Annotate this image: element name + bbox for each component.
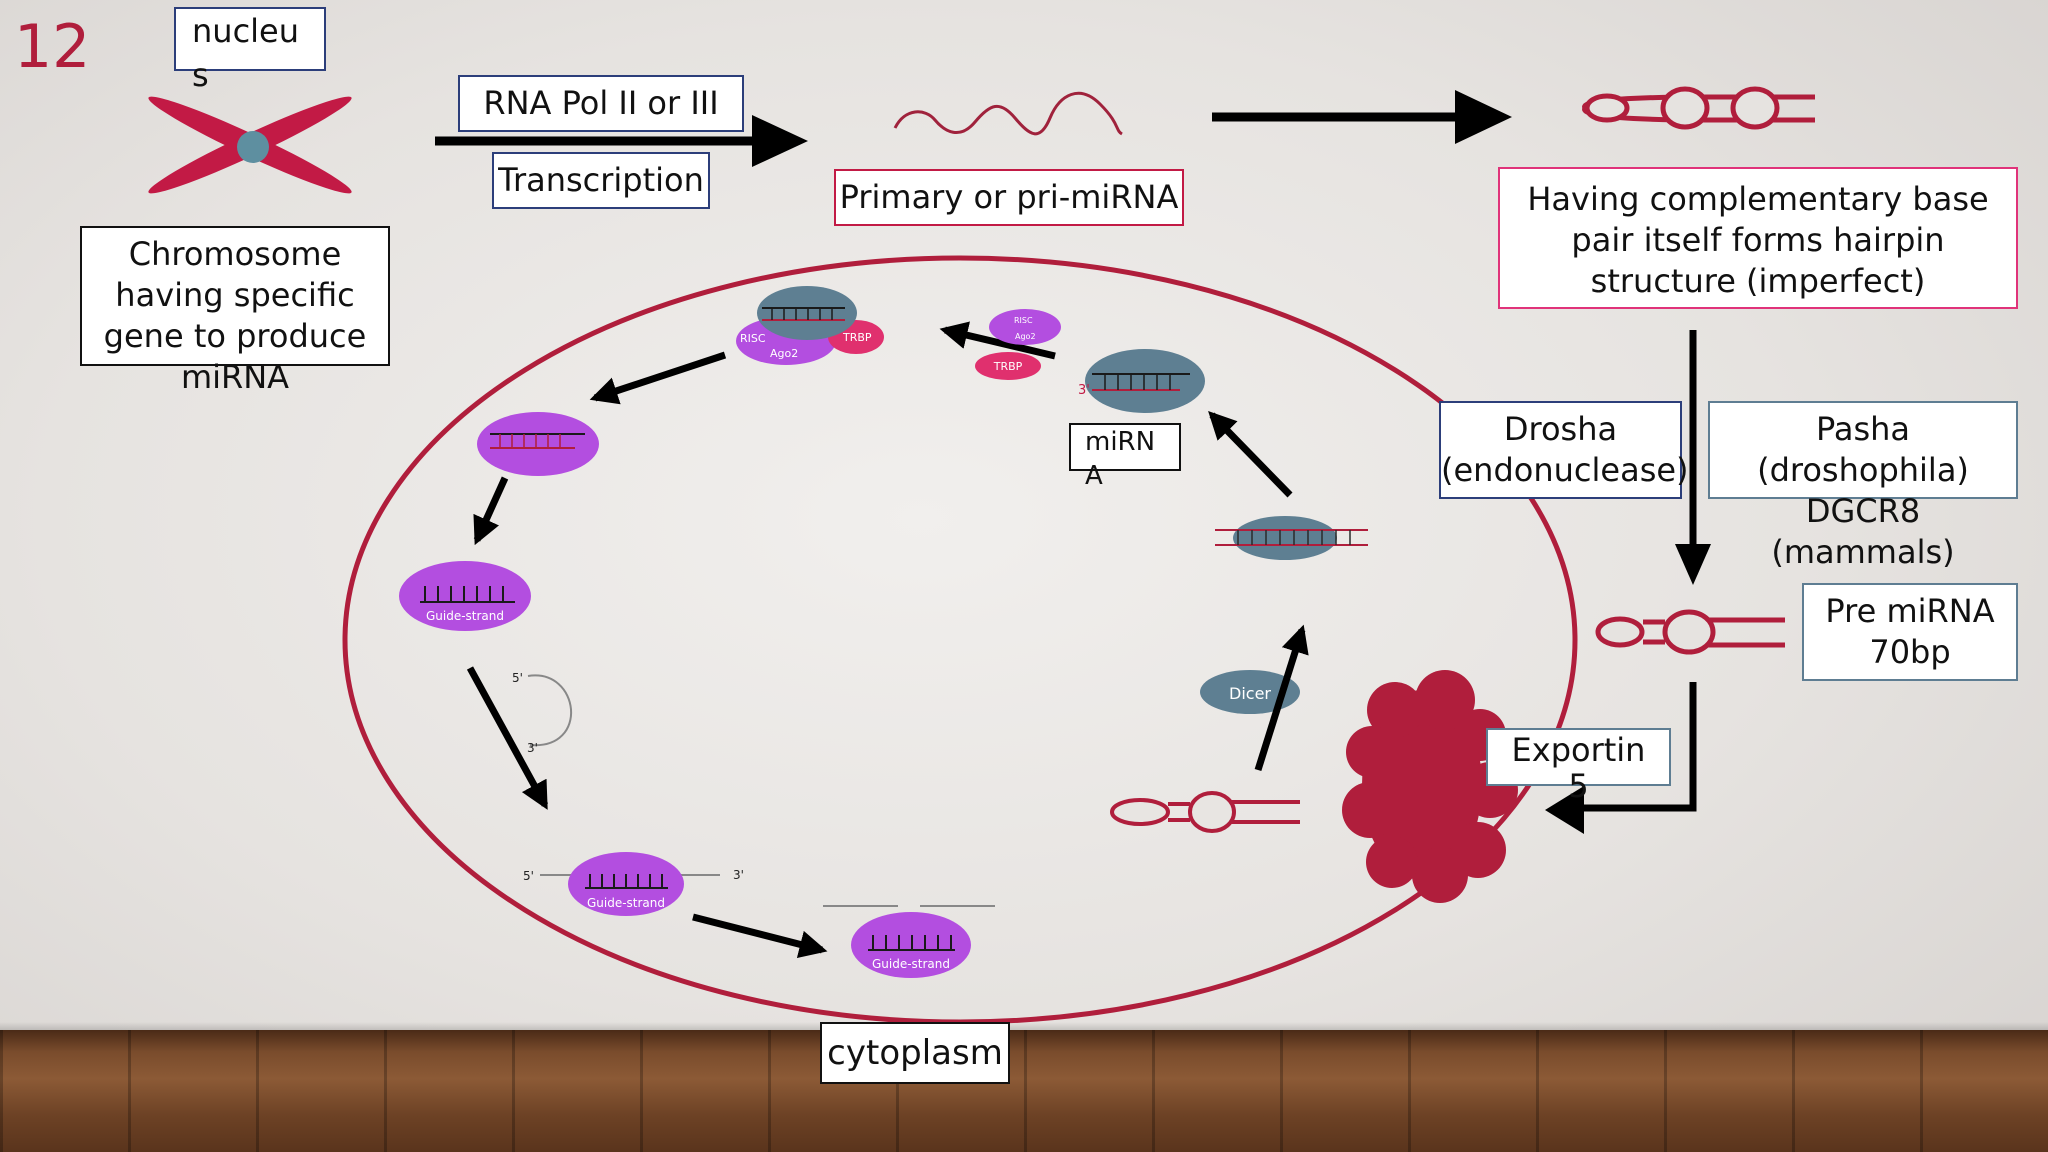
transcription-arrow	[435, 115, 808, 167]
transcription-label: Transcription	[492, 152, 710, 209]
arrow-to-final	[692, 913, 828, 959]
wooden-floor	[0, 1030, 2048, 1152]
fold-arrow	[1212, 90, 1512, 144]
guide-strand-risc-final: Guide-strand	[823, 905, 995, 978]
hairpin-label: Having complementary base pair itself fo…	[1498, 167, 2018, 309]
hairpin-structure-icon	[1582, 86, 1815, 130]
arrow-risc-left	[589, 351, 727, 405]
guide-strand-risc-2: Guide-strand 5' 3'	[523, 852, 744, 916]
pre-mirna-label: Pre miRNA 70bp	[1802, 583, 2018, 681]
svg-text:Guide-strand: Guide-strand	[872, 957, 950, 971]
arrow-down-1	[473, 476, 509, 546]
chromosome-label: Chromosome having specific gene to produ…	[80, 226, 390, 396]
rna-pol-label: RNA Pol II or III	[458, 75, 744, 132]
svg-text:3': 3'	[733, 868, 744, 882]
svg-text:5': 5'	[512, 671, 523, 685]
dicer-label: Dicer	[1229, 684, 1271, 703]
pre-mirna-hairpin-icon	[1595, 609, 1785, 655]
cell-membrane	[342, 255, 1578, 1025]
svg-text:Ago2: Ago2	[770, 347, 798, 360]
risc-with-duplex	[477, 412, 599, 476]
pri-mirna-label: Primary or pri-miRNA	[834, 169, 1184, 226]
three-prime-label: 3'	[1078, 383, 1090, 398]
svg-text:Guide-strand: Guide-strand	[426, 609, 504, 623]
svg-text:5': 5'	[523, 869, 534, 883]
arrow-to-risc	[939, 321, 1056, 360]
dicer-duplex	[1215, 516, 1368, 560]
assembled-risc: RISC Ago2 TRBP	[736, 286, 884, 365]
passenger-strand: 5' 3'	[512, 671, 572, 755]
svg-text:Guide-strand: Guide-strand	[587, 896, 665, 910]
processing-arrow	[1675, 330, 1711, 585]
svg-text:RISC: RISC	[1014, 316, 1033, 325]
nuclear-pore-icon	[1342, 670, 1518, 903]
mirna-label: miRN A	[1069, 423, 1181, 491]
cytoplasm-label: cytoplasm	[820, 1022, 1010, 1084]
arrow-dicer-up	[1254, 624, 1309, 772]
dicer-enzyme: Dicer	[1200, 670, 1300, 714]
floor-shadow	[0, 1022, 2048, 1032]
risc-components: RISC Ago2 TRBP	[975, 309, 1061, 380]
arrow-to-mirna	[1208, 410, 1293, 498]
mirna-duplex: 3'	[1078, 349, 1205, 413]
svg-text:TRBP: TRBP	[993, 360, 1023, 373]
slide-number: 12	[14, 12, 91, 82]
guide-strand-risc-1: Guide-strand	[399, 561, 531, 631]
drosha-label: Drosha (endonuclease)	[1439, 401, 1689, 499]
svg-text:3': 3'	[527, 741, 538, 755]
svg-text:RISC: RISC	[740, 332, 766, 345]
svg-text:TRBP: TRBP	[842, 331, 872, 344]
arrow-down-2	[466, 666, 549, 810]
pasha-label: Pasha (droshophila) DGCR8 (mammals)	[1708, 401, 2018, 571]
exportin-label: Exportin 5	[1486, 728, 1671, 804]
chromosome-icon	[148, 96, 352, 194]
pri-mirna-strand	[893, 91, 1123, 136]
svg-text:Ago2: Ago2	[1015, 332, 1036, 341]
nucleus-label: nucleu s	[174, 7, 326, 94]
cytoplasm-pre-mirna-icon	[1110, 791, 1300, 833]
export-arrow	[1545, 682, 1697, 834]
